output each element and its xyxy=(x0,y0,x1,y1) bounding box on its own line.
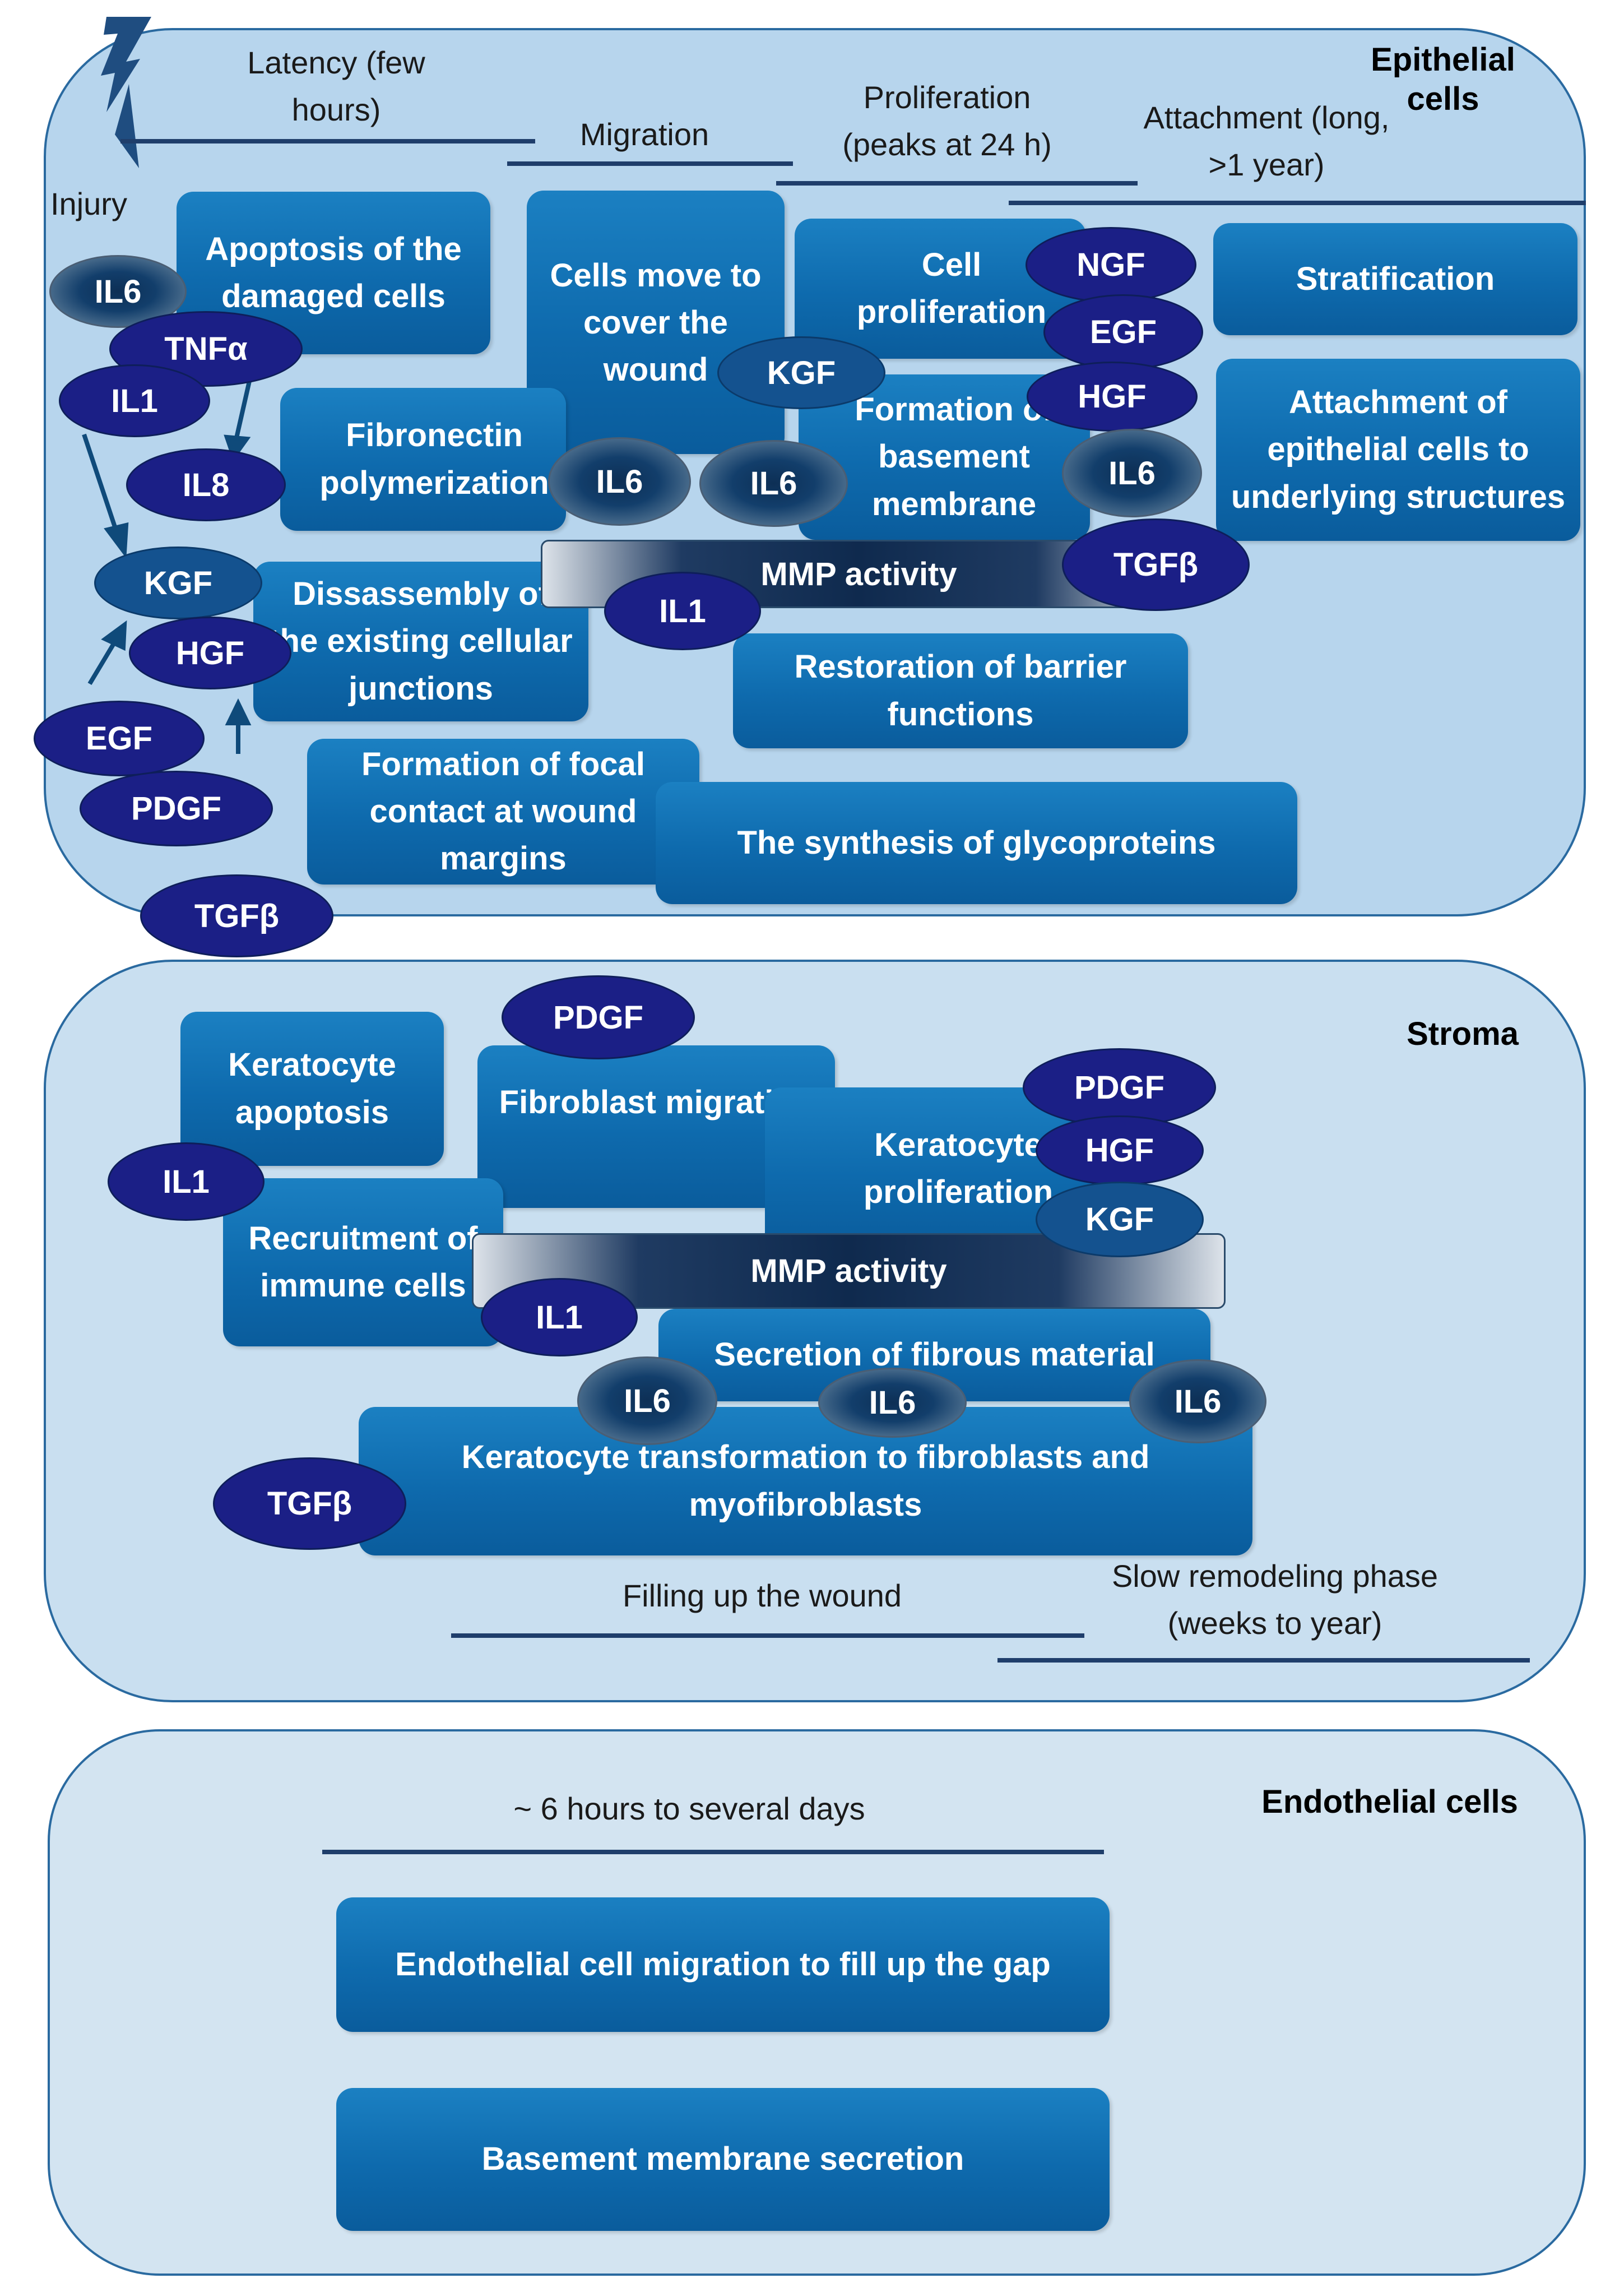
factor-hgf: HGF xyxy=(1027,362,1198,432)
factor-il8: IL8 xyxy=(126,448,286,521)
factor-il6: IL6 xyxy=(1129,1359,1266,1443)
factor-il6: IL6 xyxy=(818,1368,967,1438)
factor-ngf: NGF xyxy=(1026,227,1196,303)
box-fibronectin-polymerization: Fibronectin polymerization xyxy=(280,388,566,531)
factor-kgf: KGF xyxy=(94,547,262,619)
phase-attachment-label: Attachment (long, >1 year) xyxy=(1143,100,1390,182)
factor-il6: IL6 xyxy=(548,437,691,526)
phase-slow-remodeling-line xyxy=(997,1658,1530,1663)
box-restoration-barrier: Restoration of barrier functions xyxy=(733,633,1188,748)
stroma-title: Stroma xyxy=(1407,1016,1519,1052)
injury-lightning-icon xyxy=(101,17,151,112)
factor-tgf-beta: TGFβ xyxy=(1062,518,1250,611)
box-basement-membrane-secretion: Basement membrane secretion xyxy=(336,2088,1110,2231)
endothelial-phase-label: ~ 6 hours to several days xyxy=(513,1791,865,1826)
phase-migration-label: Migration xyxy=(579,117,709,152)
factor-il1: IL1 xyxy=(108,1142,265,1221)
factor-hgf: HGF xyxy=(1036,1115,1204,1186)
factor-arrow xyxy=(82,381,252,754)
box-glycoprotein-synthesis: The synthesis of glycoproteins xyxy=(656,782,1297,904)
injury-label: Injury xyxy=(50,186,127,221)
endothelial-phase-line xyxy=(322,1850,1104,1854)
box-keratocyte-transformation: Keratocyte transformation to fibroblasts… xyxy=(359,1407,1252,1555)
box-attachment-epithelial: Attachment of epithelial cells to underl… xyxy=(1216,359,1580,541)
box-endothelial-migration: Endothelial cell migration to fill up th… xyxy=(336,1897,1110,2032)
box-cells-move: Cells move to cover the wound xyxy=(527,191,785,454)
factor-il1: IL1 xyxy=(59,364,210,437)
phase-filling-wound-line xyxy=(451,1633,1084,1638)
factor-il1: IL1 xyxy=(481,1278,638,1356)
factor-egf: EGF xyxy=(34,701,205,776)
factor-pdgf: PDGF xyxy=(502,975,695,1059)
phase-proliferation-label: Proliferation (peaks at 24 h) xyxy=(842,80,1052,162)
factor-hgf: HGF xyxy=(129,617,291,689)
factor-pdgf: PDGF xyxy=(1023,1048,1216,1127)
epithelial-title: Epithelial cells xyxy=(1371,41,1515,117)
factor-il6: IL6 xyxy=(699,440,848,527)
factor-il1: IL1 xyxy=(604,572,761,650)
box-cell-proliferation: Cell proliferation xyxy=(795,219,1086,359)
factor-il6: IL6 xyxy=(49,255,187,328)
phase-attachment-line xyxy=(1009,201,1586,205)
injury-lightning-icon-2 xyxy=(115,84,139,168)
box-keratocyte-apoptosis: Keratocyte apoptosis xyxy=(180,1012,444,1166)
phase-latency-line xyxy=(120,139,535,143)
box-recruitment-immune-cells: Recruitment of immune cells xyxy=(223,1178,503,1346)
factor-pdgf: PDGF xyxy=(80,771,273,846)
factor-tgf-beta: TGFβ xyxy=(213,1457,406,1550)
endothelial-title: Endothelial cells xyxy=(1261,1784,1518,1820)
factor-kgf: KGF xyxy=(1036,1182,1204,1257)
box-disassembly-junctions: Dissassembly of the existing cellular ju… xyxy=(253,562,588,721)
factor-tgf-beta: TGFβ xyxy=(140,874,333,957)
phase-migration-line xyxy=(507,161,793,166)
box-stratification: Stratification xyxy=(1213,223,1577,335)
factor-egf: EGF xyxy=(1043,294,1203,370)
box-focal-contact: Formation of focal contact at wound marg… xyxy=(307,739,699,885)
phase-proliferation-line xyxy=(776,181,1138,186)
factor-kgf: KGF xyxy=(717,336,885,409)
factor-il6: IL6 xyxy=(1062,429,1202,517)
phase-latency-label: Latency (few hours) xyxy=(247,45,425,127)
epithelial-arrows xyxy=(82,17,252,754)
phase-filling-wound-label: Filling up the wound xyxy=(622,1578,902,1613)
phase-slow-remodeling-label: Slow remodeling phase (weeks to year) xyxy=(1111,1558,1439,1641)
factor-il6: IL6 xyxy=(577,1356,717,1445)
